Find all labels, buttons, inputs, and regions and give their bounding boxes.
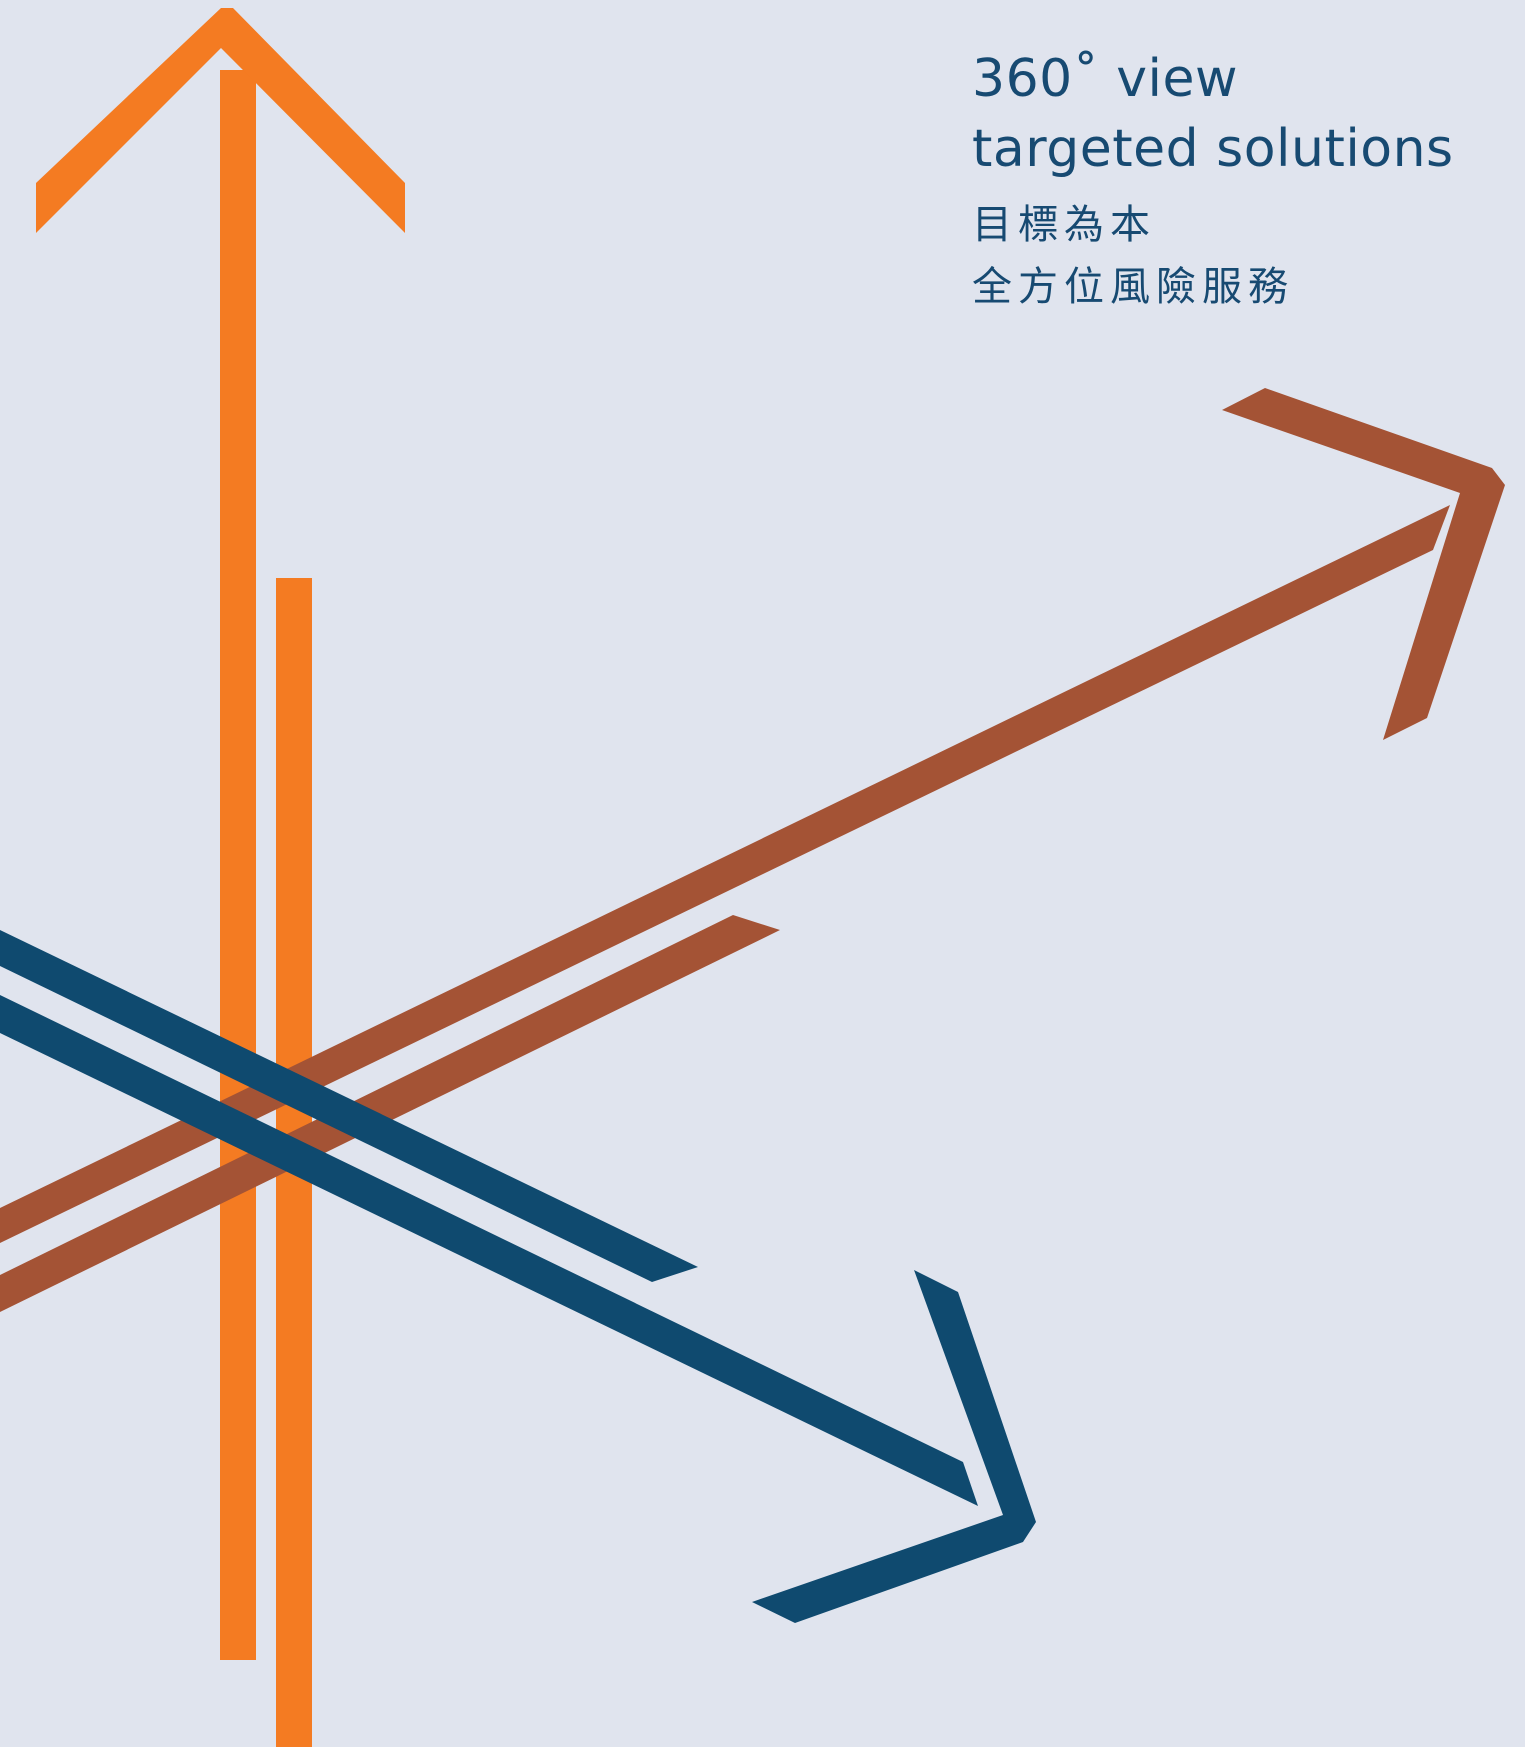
navy-lower-shaft — [0, 995, 978, 1506]
rust-short-shaft — [0, 915, 780, 1312]
orange-up-arrow — [36, 8, 405, 1747]
orange-long-shaft — [220, 70, 256, 1660]
rust-up-right-arrow — [0, 388, 1505, 1312]
cover-tagline: 360˚ view targeted solutions 目標為本 全方位風險服… — [972, 44, 1454, 318]
tagline-chinese-line-2: 全方位風險服務 — [972, 264, 1294, 310]
tagline-chinese-line-1: 目標為本 — [972, 202, 1156, 248]
tagline-english-line-1: 360˚ view — [972, 49, 1239, 109]
navy-upper-shaft — [0, 930, 698, 1282]
navy-arrowhead — [752, 1270, 1036, 1623]
tagline-chinese: 目標為本 全方位風險服務 — [972, 194, 1454, 318]
tagline-english-line-2: targeted solutions — [972, 119, 1454, 179]
orange-arrowhead — [36, 8, 405, 233]
navy-down-right-arrow — [0, 930, 1036, 1623]
rust-long-shaft — [0, 505, 1450, 1243]
rust-arrowhead — [1222, 388, 1505, 740]
